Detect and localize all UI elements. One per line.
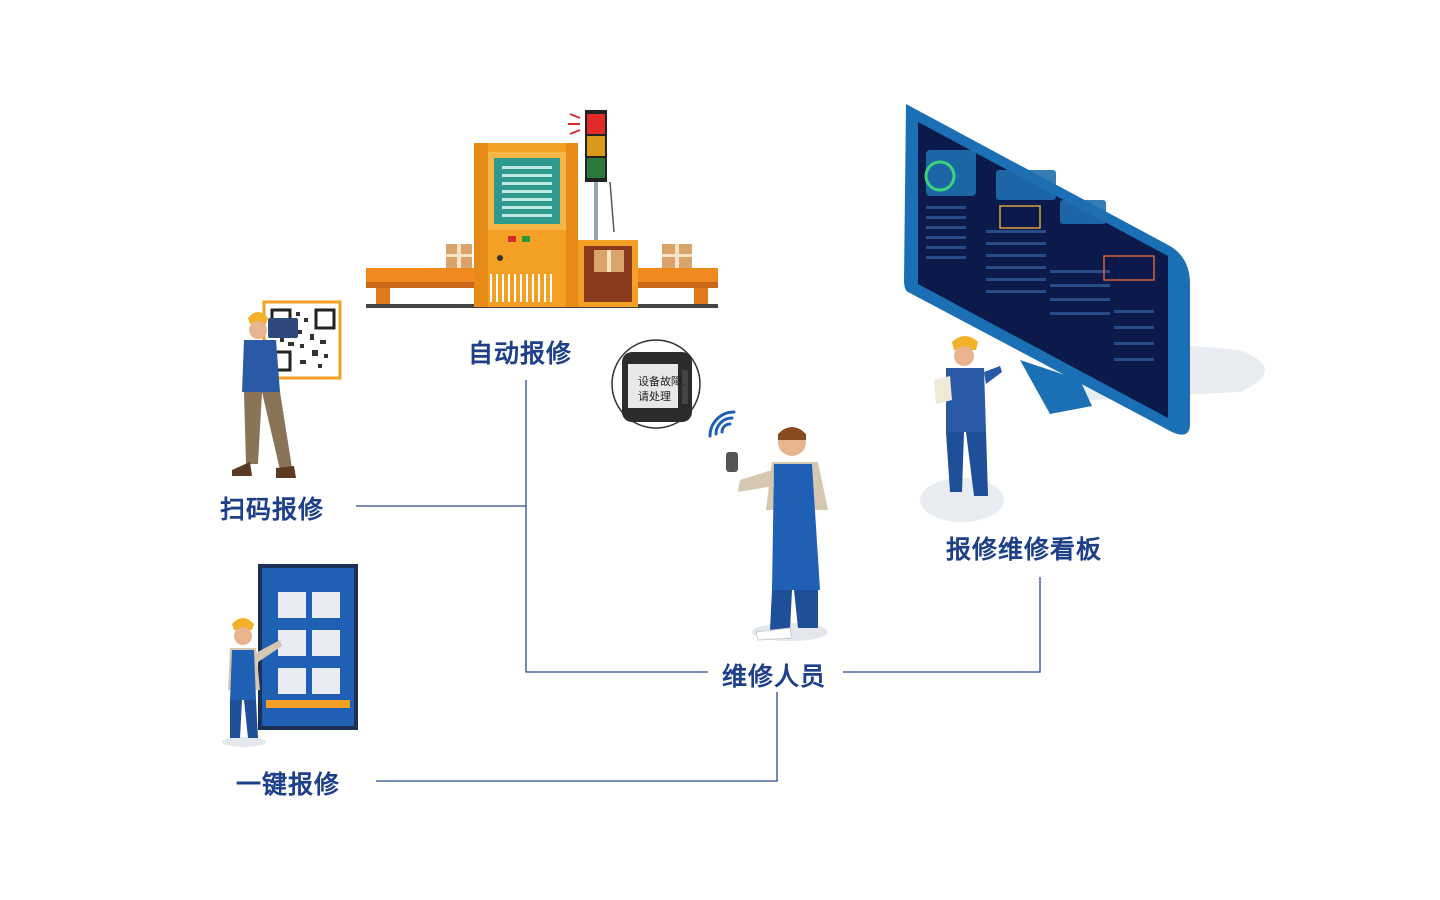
connector-auto-to-staff — [525, 380, 708, 673]
smartwatch-bubble — [611, 339, 701, 429]
board-worker-figure — [920, 336, 1004, 522]
watch-text-line2: 请处理 — [638, 390, 671, 403]
label-scan-report: 扫码报修 — [220, 495, 325, 524]
maintenance-staff-figure — [726, 427, 828, 641]
connector-staff-to-board — [843, 577, 1041, 673]
box-right — [662, 244, 692, 268]
label-auto-report: 自动报修 — [468, 339, 573, 368]
label-maintenance-staff: 维修人员 — [722, 662, 827, 691]
scan-worker-figure — [232, 312, 298, 478]
one-key-worker-figure — [222, 618, 282, 747]
repair-board-monitor — [904, 104, 1265, 435]
connector-onekey-to-staff — [376, 692, 778, 782]
box-left — [446, 244, 472, 268]
watch-text-line1: 设备故障, — [638, 374, 686, 388]
label-one-key-report: 一键报修 — [236, 770, 341, 799]
connector-lines — [356, 380, 1041, 782]
wifi-signal-icon — [708, 410, 736, 438]
production-machine-illustration — [366, 110, 718, 308]
label-repair-board: 报修维修看板 — [946, 535, 1103, 564]
